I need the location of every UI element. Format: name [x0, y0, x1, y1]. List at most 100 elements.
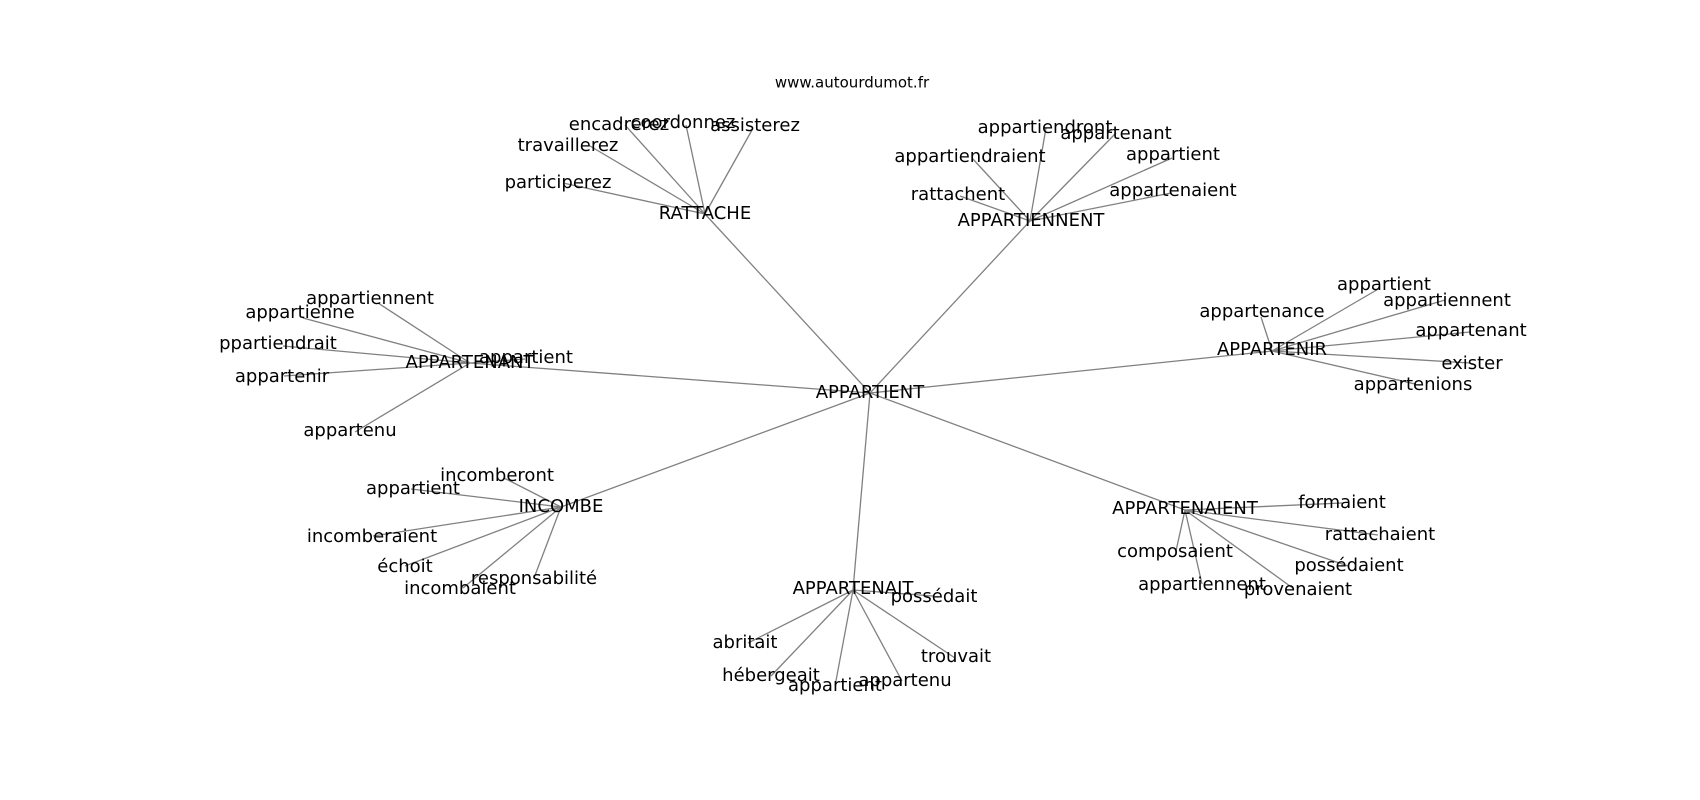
hub-node-appartiennent[interactable]: APPARTIENNENT	[958, 210, 1106, 231]
word-node-appartient[interactable]: appartient	[479, 347, 573, 368]
edge-appartenaient-provenaient	[1184, 509, 1295, 590]
edge-appartenaient-possedaient	[1184, 509, 1349, 567]
word-node-appartenant[interactable]: appartenant	[1060, 123, 1171, 144]
edge-rattache-coordonnez	[685, 124, 706, 215]
edge-appartiennent-appartenant	[1029, 132, 1117, 222]
hub-node-rattache[interactable]: RATTACHE	[659, 203, 751, 224]
edge-appartiennent-appartenaient	[1029, 192, 1172, 222]
word-node-appartiennent[interactable]: appartiennent	[1383, 290, 1511, 311]
word-node-appartient[interactable]: appartient	[788, 675, 882, 696]
word-node-incombaient[interactable]: incombaient	[404, 578, 516, 599]
word-node-abritait[interactable]: abritait	[712, 632, 777, 653]
word-node-appartienne[interactable]: appartienne	[245, 302, 354, 323]
word-node-appartenance[interactable]: appartenance	[1199, 301, 1324, 322]
edge-appartenir-appartenions	[1271, 350, 1416, 385]
edge-appartiennent-appartient	[1029, 157, 1173, 222]
edge-appartenir-appartiennent	[1271, 299, 1446, 352]
edge-incombe-echoit	[404, 506, 562, 567]
word-node-trouvait[interactable]: trouvait	[921, 646, 991, 667]
root-node-appartient[interactable]: APPARTIENT	[816, 382, 926, 403]
edge-appartenir-appartenance	[1260, 316, 1273, 352]
edge-appartenant-appartenir	[283, 362, 471, 377]
edge-appartenait-appartient	[834, 589, 854, 687]
hub-node-appartenant[interactable]: APPARTENANT	[406, 352, 536, 373]
word-node-echoit[interactable]: échoit	[377, 556, 432, 577]
word-node-appartiendraient[interactable]: appartiendraient	[894, 146, 1045, 167]
edge-appartenaient-rattachaient	[1184, 509, 1379, 536]
hub-node-appartenaient[interactable]: APPARTENAIENT	[1112, 498, 1259, 519]
site-watermark: www.autourdumot.fr	[775, 74, 930, 92]
edge-incombe-responsabilite	[533, 506, 562, 579]
edge-root-appartenant	[469, 362, 871, 394]
word-node-hebergeait[interactable]: hébergeait	[722, 665, 820, 686]
word-node-composaient[interactable]: composaient	[1117, 541, 1233, 562]
edge-appartenant-appartient	[469, 358, 526, 364]
word-node-appartiennent[interactable]: appartiennent	[306, 288, 434, 309]
edge-appartenaient-composaient	[1175, 509, 1186, 552]
edge-incombe-appartient	[410, 488, 562, 508]
word-node-travaillerez[interactable]: travaillerez	[518, 135, 619, 156]
word-node-provenaient[interactable]: provenaient	[1244, 579, 1352, 600]
word-node-appartiendront[interactable]: appartiendront	[978, 117, 1113, 138]
edge-root-rattache	[704, 213, 871, 394]
edge-appartenait-abritait	[747, 589, 854, 644]
edge-appartenir-appartient	[1271, 287, 1381, 352]
edge-root-appartiennent	[869, 220, 1031, 394]
edge-root-appartenaient	[869, 392, 1186, 511]
word-node-coordonnez[interactable]: coordonnez	[631, 112, 736, 133]
word-node-participerez[interactable]: participerez	[505, 172, 612, 193]
edge-appartenant-appartiennent	[377, 302, 471, 364]
word-node-appartenaient[interactable]: appartenaient	[1109, 180, 1236, 201]
word-node-possedait[interactable]: possédait	[891, 586, 978, 607]
edge-appartenait-hebergeait	[770, 589, 854, 677]
edge-rattache-participerez	[562, 182, 706, 215]
edge-appartenant-appartienne	[302, 317, 471, 364]
hub-node-appartenir[interactable]: APPARTENIR	[1217, 339, 1327, 360]
edge-rattache-travaillerez	[589, 145, 706, 215]
word-node-assisterez[interactable]: assisterez	[710, 115, 800, 136]
word-node-encadrerez[interactable]: encadrerez	[569, 114, 669, 135]
word-node-formaient[interactable]: formaient	[1298, 492, 1386, 513]
edge-appartiennent-appartiendront	[1029, 127, 1047, 222]
word-node-appartient[interactable]: appartient	[366, 478, 460, 499]
edge-root-incombe	[560, 392, 871, 508]
word-node-responsabilite[interactable]: responsabilité	[471, 568, 597, 589]
edge-appartenaient-appartiennent	[1184, 509, 1203, 585]
word-node-appartient[interactable]: appartient	[1126, 144, 1220, 165]
word-node-appartenu[interactable]: appartenu	[858, 670, 951, 691]
edge-appartenir-appartenant	[1271, 331, 1471, 352]
word-node-incomberaient[interactable]: incomberaient	[307, 526, 437, 547]
edge-incombe-incomberaient	[372, 506, 562, 537]
word-node-exister[interactable]: exister	[1441, 353, 1503, 374]
edge-root-appartenait	[852, 392, 871, 591]
word-node-rattachent[interactable]: rattachent	[911, 184, 1005, 205]
edge-appartenir-exister	[1271, 350, 1471, 364]
edge-appartiennent-appartiendraient	[971, 157, 1031, 222]
word-node-appartenir[interactable]: appartenir	[235, 366, 330, 387]
word-node-appartenu[interactable]: appartenu	[303, 420, 396, 441]
word-node-incomberont[interactable]: incomberont	[440, 465, 554, 486]
edges-layer	[282, 124, 1471, 687]
edge-appartenait-possedait	[852, 589, 934, 597]
edge-incombe-incomberont	[503, 477, 562, 508]
word-node-appartient[interactable]: appartient	[1337, 274, 1431, 295]
edge-root-appartenir	[869, 350, 1273, 394]
edge-appartenaient-formaient	[1184, 502, 1343, 511]
hub-node-incombe[interactable]: INCOMBE	[519, 496, 604, 517]
edge-appartiennent-rattachent	[959, 195, 1031, 222]
word-node-appartenant[interactable]: appartenant	[1415, 320, 1526, 341]
edge-incombe-incombaient	[462, 506, 562, 589]
hub-node-appartenait[interactable]: APPARTENAIT	[793, 578, 915, 599]
edge-appartenant-ppartiendrait	[282, 345, 471, 364]
edge-appartenait-trouvait	[852, 589, 956, 659]
edge-rattache-encadrerez	[624, 124, 706, 215]
edge-appartenant-appartenu	[354, 362, 471, 433]
word-node-possedaient[interactable]: possédaient	[1294, 555, 1403, 576]
word-node-appartenions[interactable]: appartenions	[1354, 374, 1473, 395]
word-node-ppartiendrait[interactable]: ppartiendrait	[219, 333, 337, 354]
word-node-rattachaient[interactable]: rattachaient	[1325, 524, 1435, 545]
edge-appartenait-appartenu	[852, 589, 903, 682]
word-node-appartiennent[interactable]: appartiennent	[1138, 574, 1266, 595]
